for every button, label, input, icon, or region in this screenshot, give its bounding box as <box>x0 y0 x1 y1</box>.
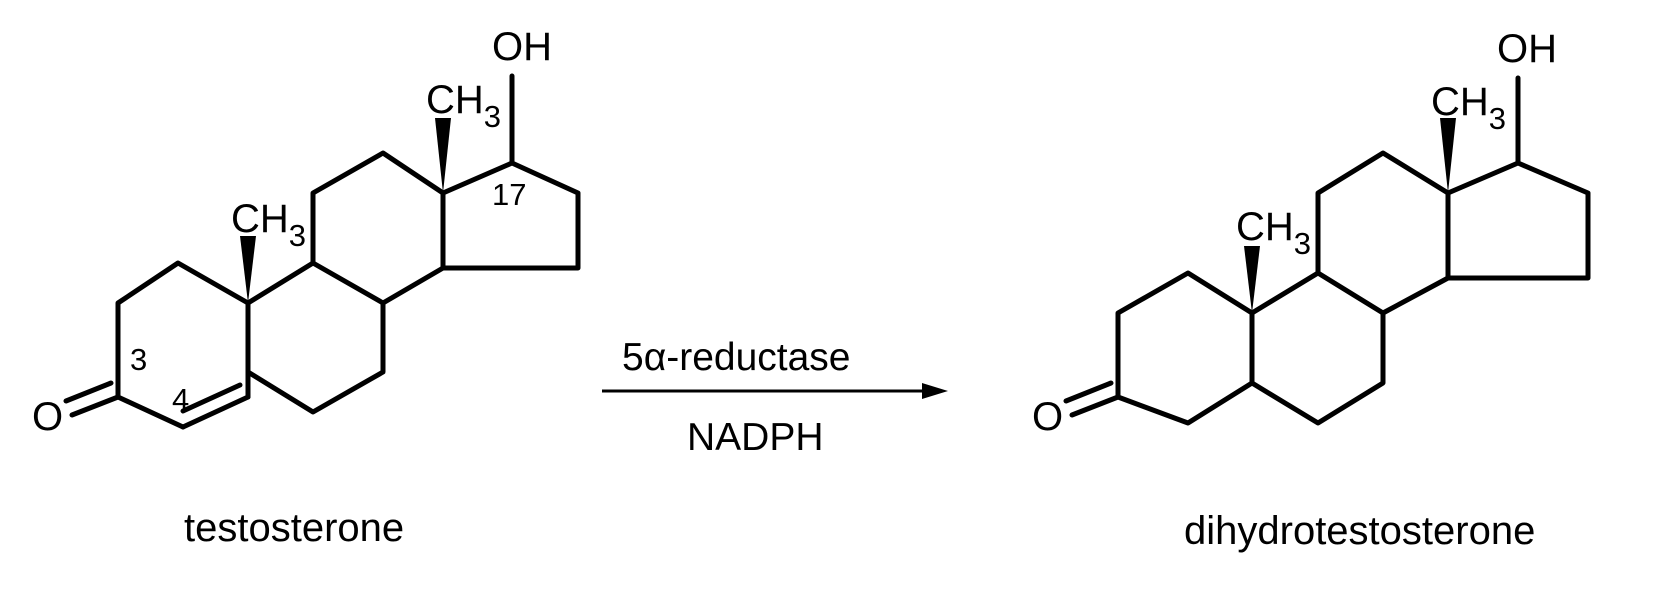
carbon-3-number: 3 <box>130 342 147 377</box>
carbon-4-number: 4 <box>172 382 189 417</box>
oxygen-label: O <box>1032 395 1063 439</box>
ring-d <box>1445 160 1591 281</box>
testosterone-structure: O OH CH3 CH3 3 4 17 <box>32 25 581 439</box>
cofactor-label: NADPH <box>687 416 824 459</box>
c3-c4-bond <box>115 394 186 430</box>
ring-b <box>245 260 386 415</box>
reactant-name: testosterone <box>184 506 404 550</box>
c18-methyl-label: CH3 <box>426 78 501 134</box>
enzyme-label: 5α-reductase <box>622 336 851 379</box>
carbonyl-double-bond <box>1063 380 1121 418</box>
c19-methyl-label: CH3 <box>1236 205 1311 261</box>
c18-methyl-label: CH3 <box>1431 80 1506 136</box>
c19-methyl-wedge <box>240 236 256 303</box>
c4-c5-double-bond <box>180 382 251 430</box>
c19-methyl-wedge <box>1244 246 1260 313</box>
c18-methyl-wedge <box>435 118 451 193</box>
dihydrotestosterone-structure: O OH CH3 CH3 <box>1032 27 1591 439</box>
hydroxyl-label: OH <box>1497 27 1557 71</box>
reaction-arrow: 5α-reductase NADPH <box>602 336 948 459</box>
carbon-17-number: 17 <box>492 177 526 212</box>
ring-c <box>310 150 446 306</box>
ring-a <box>1115 270 1255 426</box>
ring-c <box>1315 150 1451 316</box>
carbonyl-double-bond <box>63 380 121 418</box>
product-name: dihydrotestosterone <box>1184 509 1535 553</box>
c19-methyl-label: CH3 <box>231 197 306 253</box>
arrow-head <box>922 383 948 399</box>
hydroxyl-label: OH <box>492 25 552 69</box>
c18-methyl-wedge <box>1440 118 1456 193</box>
oxygen-label: O <box>32 395 63 439</box>
ring-d <box>440 160 581 271</box>
ring-b <box>1249 270 1386 426</box>
